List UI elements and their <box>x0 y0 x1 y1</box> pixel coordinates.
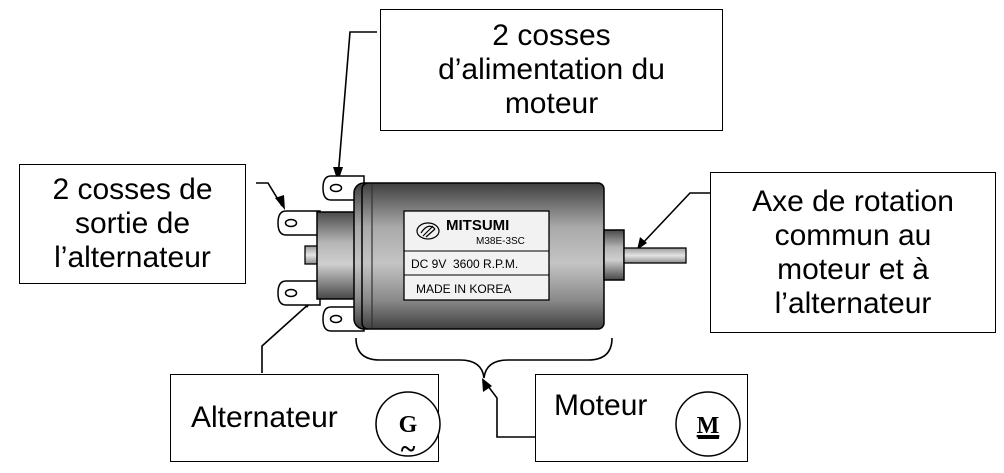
arrow-heads <box>275 167 647 392</box>
axis-line-1: Axe de rotation <box>752 184 954 218</box>
power-terminal-arrow <box>337 31 377 179</box>
terminals <box>277 175 365 332</box>
output-terminal-arrow-head <box>275 195 285 210</box>
motor-label-box: Moteur <box>535 374 748 462</box>
motor-brace <box>355 337 613 379</box>
output-terminals-line-3: l’alternateur <box>54 241 211 274</box>
output-terminal-arrow <box>256 182 283 207</box>
alternator-label: Alternateur <box>191 401 338 434</box>
output-terminal-top <box>277 210 321 236</box>
nameplate-plate <box>403 210 550 301</box>
motor-label: Moteur <box>554 389 648 422</box>
axis-arrow-head <box>637 237 647 250</box>
nameplate-rating: DC 9V 3600 R.P.M. <box>411 257 518 271</box>
axis-line-2: commun au <box>774 218 932 252</box>
output-shaft <box>623 247 687 264</box>
alternator-label-box: Alternateur <box>170 374 439 462</box>
axis-label: Axe de rotation commun au moteur et à l’… <box>710 172 996 333</box>
motor-arrow-head <box>482 378 492 392</box>
power-terminals-label: 2 cosses d’alimentation du moteur <box>380 9 723 131</box>
output-terminal-bottom <box>277 280 321 306</box>
power-terminals-line-3: moteur <box>504 87 599 120</box>
output-terminals-label: 2 cosses de sortie de l’alternateur <box>19 164 246 284</box>
alternator-cap <box>316 211 360 300</box>
axis-line-4: l’alternateur <box>774 286 932 320</box>
motor-arrow <box>484 381 537 438</box>
nameplate-brand: MITSUMI <box>446 217 509 234</box>
nameplate-model: M38E-3SC <box>476 236 525 247</box>
power-terminals-line-1: 2 cosses <box>492 19 611 52</box>
output-terminals-line-1: 2 cosses de <box>52 173 213 206</box>
power-terminals-line-2: d’alimentation du <box>438 53 665 86</box>
leader-arrows <box>256 31 711 438</box>
front-bushing <box>603 229 625 281</box>
output-terminals-line-2: sortie de <box>74 207 191 240</box>
axis-line-3: moteur et à <box>777 252 929 286</box>
nameplate-origin: MADE IN KOREA <box>416 282 511 296</box>
mitsumi-logo-icon <box>416 222 440 240</box>
axis-arrow <box>639 192 711 247</box>
nameplate: MITSUMI M38E-3SC DC 9V 3600 R.P.M. MADE … <box>403 210 550 301</box>
alternator-arrow <box>261 301 312 373</box>
power-terminal-arrow-head <box>333 167 343 182</box>
